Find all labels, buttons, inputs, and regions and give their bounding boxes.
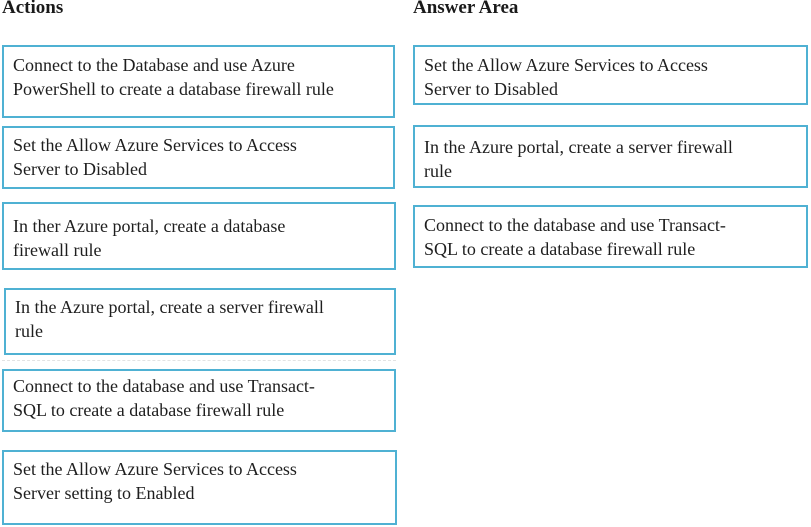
action-item-powershell-db-firewall[interactable]: Connect to the Database and use Azure Po…	[2, 45, 395, 118]
action-item-portal-server-firewall[interactable]: In the Azure portal, create a server fir…	[4, 288, 396, 355]
action-item-line: Server to Disabled	[13, 159, 147, 179]
action-item-line: Connect to the database and use Transact…	[13, 376, 315, 396]
action-item-line: Server setting to Enabled	[13, 483, 195, 503]
answer-item-line: Server to Disabled	[424, 79, 558, 99]
action-item-line: Set the Allow Azure Services to Access	[13, 459, 297, 479]
answer-item-line: SQL to create a database firewall rule	[424, 239, 696, 259]
action-item-line: PowerShell to create a database firewall…	[13, 79, 334, 99]
answer-item-line: Connect to the database and use Transact…	[424, 215, 726, 235]
action-item-allow-azure-enabled[interactable]: Set the Allow Azure Services to Access S…	[2, 450, 397, 525]
answer-item-line: In the Azure portal, create a server fir…	[424, 137, 733, 157]
action-item-line: In ther Azure portal, create a database	[13, 216, 286, 236]
action-item-allow-azure-disabled[interactable]: Set the Allow Azure Services to Access S…	[2, 126, 395, 189]
divider	[2, 360, 396, 361]
answer-item-line: Set the Allow Azure Services to Access	[424, 55, 708, 75]
answer-item-line: rule	[424, 161, 452, 181]
answer-area-heading: Answer Area	[413, 0, 519, 18]
answer-item-portal-server-firewall[interactable]: In the Azure portal, create a server fir…	[413, 125, 808, 188]
answer-item-allow-azure-disabled[interactable]: Set the Allow Azure Services to Access S…	[413, 45, 808, 105]
action-item-portal-db-firewall[interactable]: In ther Azure portal, create a database …	[2, 202, 396, 270]
action-item-line: SQL to create a database firewall rule	[13, 400, 285, 420]
action-item-line: In the Azure portal, create a server fir…	[15, 297, 324, 317]
action-item-line: Connect to the Database and use Azure	[13, 55, 295, 75]
action-item-line: rule	[15, 321, 43, 341]
action-item-line: Set the Allow Azure Services to Access	[13, 135, 297, 155]
answer-item-tsql-db-firewall[interactable]: Connect to the database and use Transact…	[413, 205, 808, 268]
action-item-tsql-db-firewall[interactable]: Connect to the database and use Transact…	[2, 369, 396, 432]
action-item-line: firewall rule	[13, 240, 102, 260]
actions-heading: Actions	[2, 0, 64, 18]
